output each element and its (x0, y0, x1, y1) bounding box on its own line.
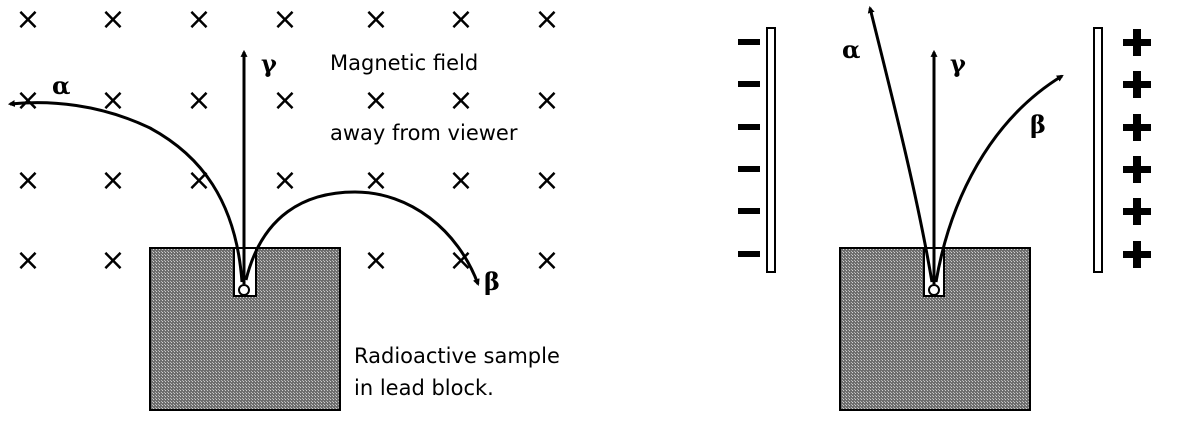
alpha-label-right: α (842, 35, 860, 64)
field-label-line2: away from viewer (330, 121, 518, 145)
positive-sign (1123, 156, 1151, 183)
field-marker: × (363, 83, 388, 118)
magnetic-field-markers: ×××××××××××××××××××××××××× (15, 2, 559, 278)
gamma-label-right: γ (950, 49, 966, 78)
field-marker: × (186, 163, 211, 198)
field-marker: × (363, 2, 388, 37)
field-marker: × (100, 2, 125, 37)
negative-sign (738, 251, 760, 257)
negative-sign (738, 39, 760, 45)
negative-sign (738, 81, 760, 87)
field-marker: × (15, 163, 40, 198)
negative-sign (738, 166, 760, 172)
electric-field-panel: α γ β (738, 5, 1151, 411)
field-marker: × (363, 243, 388, 278)
positive-sign (1123, 71, 1151, 98)
magnetic-field-panel: ×××××××××××××××××××××××××× α γ β Magneti… (7, 2, 560, 411)
sample-label-line2: in lead block. (354, 376, 494, 400)
field-marker: × (15, 2, 40, 37)
negative-sign (738, 208, 760, 214)
positive-plate (1093, 27, 1103, 273)
positive-sign (1123, 198, 1151, 225)
field-marker: × (272, 83, 297, 118)
alpha-ray-path-right (867, 5, 934, 283)
field-marker: × (448, 163, 473, 198)
beta-ray-path (244, 190, 480, 286)
beta-label: β (484, 267, 500, 296)
field-marker: × (100, 243, 125, 278)
gamma-label: γ (261, 49, 277, 78)
field-marker: × (448, 2, 473, 37)
field-marker: × (186, 2, 211, 37)
field-marker: × (15, 83, 40, 118)
field-marker: × (272, 2, 297, 37)
field-marker: × (100, 163, 125, 198)
negative-sign (738, 124, 760, 130)
field-marker: × (534, 243, 559, 278)
positive-sign (1123, 241, 1151, 268)
field-marker: × (448, 83, 473, 118)
sample-label-line1: Radioactive sample (354, 344, 560, 368)
field-marker: × (534, 163, 559, 198)
radioactive-sample-right (928, 284, 940, 296)
positive-charge-signs (1123, 29, 1151, 268)
field-marker: × (15, 243, 40, 278)
negative-charge-signs (738, 39, 760, 257)
positive-sign (1123, 114, 1151, 141)
alpha-label: α (52, 71, 70, 100)
field-marker: × (534, 83, 559, 118)
beta-label-right: β (1030, 110, 1046, 139)
field-label-line1: Magnetic field (330, 51, 478, 75)
field-marker: × (534, 2, 559, 37)
alpha-ray-path (7, 100, 244, 283)
positive-sign (1123, 29, 1151, 56)
radioactive-sample (238, 284, 250, 296)
field-marker: × (272, 163, 297, 198)
field-marker: × (186, 83, 211, 118)
beta-ray-path-right (934, 74, 1064, 283)
negative-plate (766, 27, 776, 273)
